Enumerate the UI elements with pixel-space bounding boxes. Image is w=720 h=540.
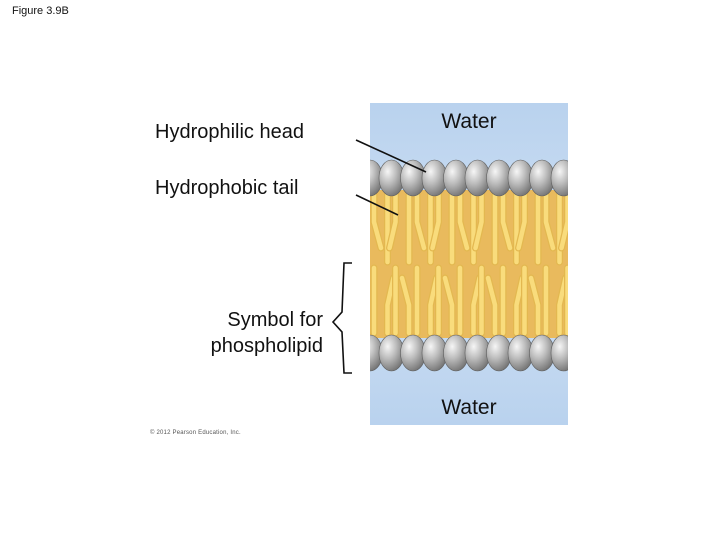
fatty-acid-tail [359,278,366,333]
phosphate-head [550,159,568,197]
fatty-acid-tail [557,275,568,336]
hydrophobic-tail-leader [355,194,399,216]
fatty-acid-tail [399,275,412,336]
hydrophilic-head-leader [355,139,427,173]
fatty-acid-tail [414,192,427,251]
heads-bottom-row [370,334,568,372]
fatty-acid-tail [514,275,525,336]
fatty-acid-tail [485,275,498,336]
phospholipid-symbol-label: Symbol for phospholipid [160,307,323,359]
phosphate-head [550,334,568,372]
water-label-top: Water [441,110,497,133]
fatty-acid-tail [471,275,482,336]
fatty-acid-tail [559,192,568,251]
tails-top-layer [370,191,568,266]
water-label-bottom: Water [441,396,497,419]
symbol-label-line-1: Symbol for [227,309,323,331]
tail-outline [359,278,366,333]
phospholipid-bracket [331,262,352,374]
tails-bottom-layer [359,264,568,337]
fatty-acid-tail [428,275,439,336]
symbol-label-line-2: phospholipid [210,335,323,357]
figure-label: Figure 3.9B [12,5,69,17]
fatty-acid-tail [457,192,470,251]
copyright-notice: © 2012 Pearson Education, Inc. [150,430,241,436]
fatty-acid-tail [442,275,455,336]
fatty-acid-tail [430,192,441,251]
fatty-acid-tail [385,275,396,336]
fatty-acid-tail [473,192,484,251]
fatty-acid-tail [500,192,513,251]
fatty-acid-tail [387,192,398,251]
hydrophilic-head-label: Hydrophilic head [155,121,304,143]
fatty-acid-tail [543,192,556,251]
fatty-acid-tail [516,192,527,251]
fatty-acid-tail [528,275,541,336]
hydrophobic-tail-label: Hydrophobic tail [155,177,299,199]
heads-top-row [370,159,568,197]
